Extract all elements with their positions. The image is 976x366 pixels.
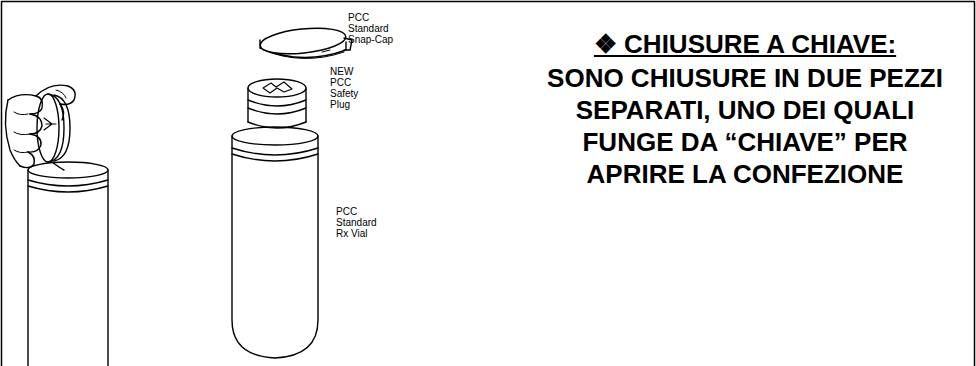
slide-heading: ❖ CHIUSURE A CHIAVE:: [520, 28, 970, 60]
rx-vial: [232, 127, 318, 358]
slide-body-text: SONO CHIUSURE IN DUE PEZZI SEPARATI, UNO…: [540, 62, 950, 190]
part-label: PCC Standard Rx Vial: [336, 206, 388, 239]
part-label: PCC Standard Snap-Cap: [348, 12, 400, 45]
hand-opening-vial: [5, 85, 108, 366]
safety-plug: [248, 79, 306, 128]
part-label: NEW PCC Safety Plug: [330, 66, 370, 110]
snap-cap: [259, 25, 352, 59]
